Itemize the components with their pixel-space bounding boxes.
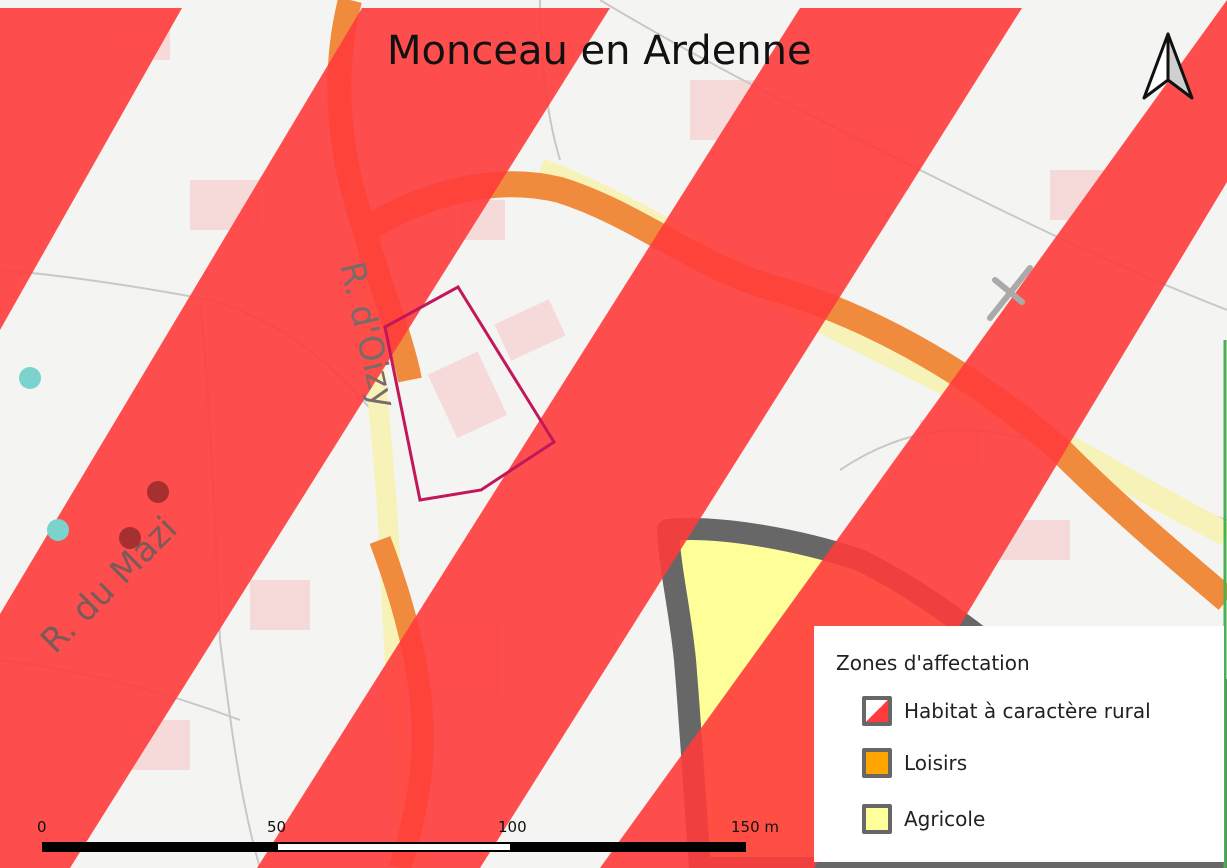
legend-label: Loisirs [904, 751, 968, 775]
map-title: Monceau en Ardenne [387, 28, 812, 74]
loisirs-swatch-icon [862, 748, 892, 778]
scale-label-150: 150 m [731, 818, 780, 836]
scale-bar: 0 50 100 150 m [0, 810, 800, 868]
legend-item-loisirs: Loisirs [862, 746, 967, 780]
legend-label: Habitat à caractère rural [904, 699, 1151, 723]
north-arrow-icon [1142, 32, 1194, 100]
legend-item-agricole: Agricole [862, 802, 985, 836]
legend-item-habitat: Habitat à caractère rural [862, 694, 1151, 728]
parcel-outline[interactable] [383, 285, 557, 502]
scale-label-0: 0 [37, 818, 47, 836]
scale-label-100: 100 [498, 818, 527, 836]
scale-segment [510, 842, 746, 852]
scale-segment [276, 842, 512, 852]
scale-label-50: 50 [267, 818, 287, 836]
scale-segment [42, 842, 278, 852]
tree-markers [19, 367, 169, 549]
cross-icon [987, 265, 1033, 321]
legend-panel: Zones d'affectation Habitat à caractère … [814, 626, 1224, 862]
habitat-swatch-icon [862, 696, 892, 726]
legend-title: Zones d'affectation [836, 651, 1030, 675]
legend-label: Agricole [904, 807, 986, 831]
agricole-swatch-icon [862, 804, 892, 834]
